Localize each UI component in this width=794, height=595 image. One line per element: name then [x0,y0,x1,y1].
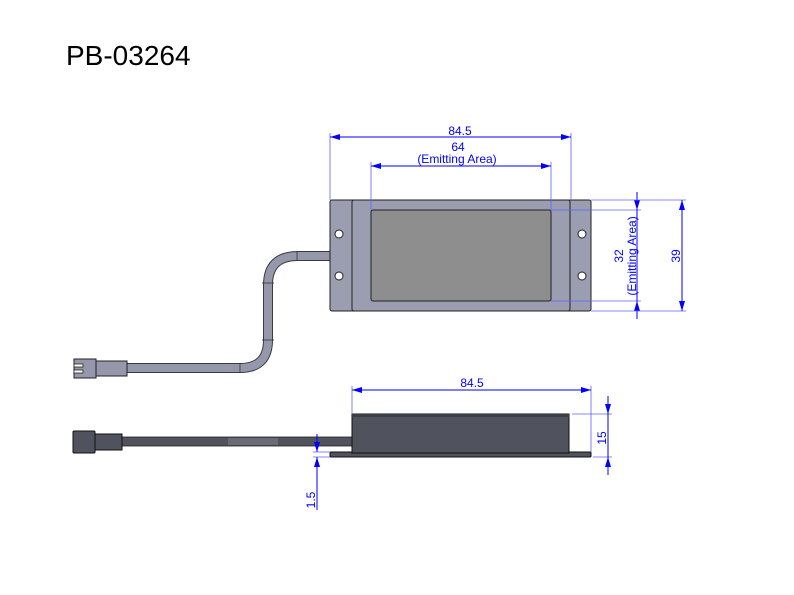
emitting-area [370,209,552,302]
height-dimension: 39 [669,249,683,263]
emitting-height-note: (Emitting Area) [625,216,639,295]
side-height-dimension: 15 [595,431,609,445]
mounting-hole [334,271,344,281]
mounting-hole [577,229,587,239]
top-view-dimensions: 84.5 64 (Emitting Area) 32 (Emitting Are… [329,124,686,319]
width-dimension: 84.5 [448,124,472,138]
mounting-hole [334,229,344,239]
flange-thickness-dimension: 1.5 [304,491,318,508]
emitting-width-note: (Emitting Area) [417,152,496,166]
emitting-width-dimension: 64 [451,140,465,154]
part-number-title: PB-03264 [66,40,191,71]
emitting-height-dimension: 32 [612,249,626,263]
top-view-cable [127,251,332,373]
top-view-connector [73,358,128,379]
top-view-light-panel [329,199,592,312]
side-view-light-panel [329,413,592,458]
mounting-hole [577,271,587,281]
side-view-connector [72,430,123,454]
side-width-dimension: 84.5 [460,376,484,390]
side-view-dimensions: 84.5 15 1.5 [304,376,612,510]
